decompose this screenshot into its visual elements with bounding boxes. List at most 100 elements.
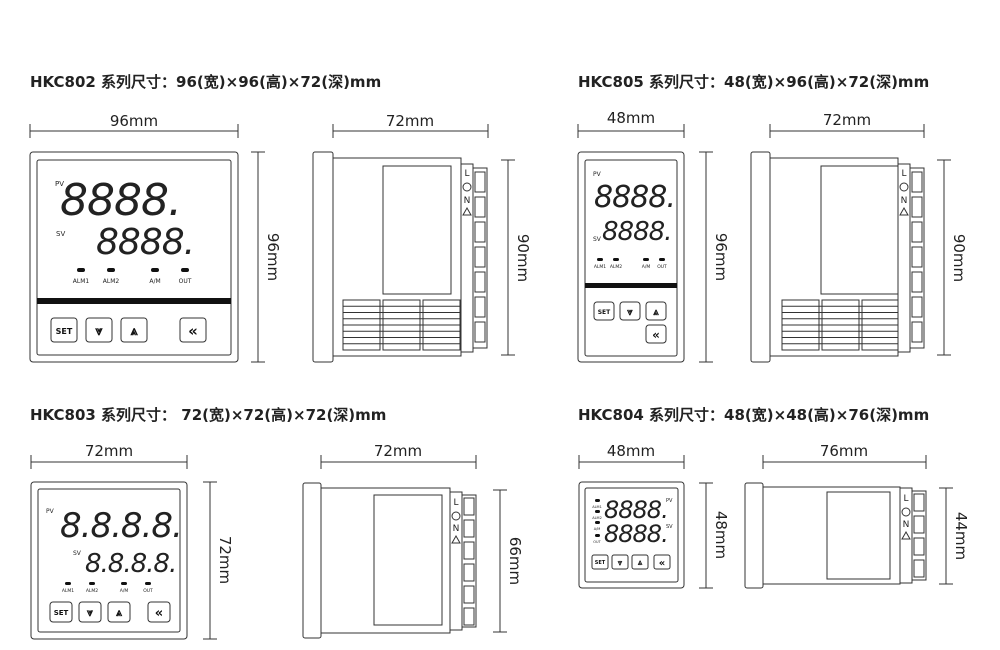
hkc803-front-height-dim: 72mm	[203, 481, 234, 640]
hkc803-front-panel: PV 8.8.8.8. SV 8.8.8.8. ALM1 ALM2 A/M OU…	[30, 481, 188, 640]
hkc802-terminal-screw	[474, 296, 486, 318]
hkc803-led-label-out: OUT	[143, 588, 153, 594]
hkc804-height-label: 48mm	[712, 511, 730, 559]
hkc805-terminal-screw	[911, 246, 923, 268]
hkc802-set-button[interactable]	[50, 317, 78, 343]
hkc802-led-alm1	[77, 268, 85, 272]
hkc803-sv-label: SV	[73, 550, 82, 557]
hkc804-depth-label: 76mm	[820, 442, 868, 460]
hkc803-terminal-screw	[463, 607, 475, 626]
hkc803-terminal-screw	[463, 563, 475, 582]
hkc805-terminal-screw	[911, 271, 923, 293]
hkc802-terminal-screw	[474, 171, 486, 193]
hkc802-pv-display: 8888.	[60, 175, 181, 226]
hkc803-led-am	[121, 582, 127, 585]
hkc803-depth-dim: 72mm	[320, 442, 477, 469]
hkc804-led-alm1	[595, 499, 600, 502]
hkc804-led-alm2	[595, 510, 600, 513]
hkc802-terminal-screw	[474, 221, 486, 243]
hkc805-terminal-screw	[911, 196, 923, 218]
hkc803-up-button[interactable]	[107, 601, 131, 623]
hkc804-set-button[interactable]	[591, 554, 609, 570]
hkc804-sv-display: 8888.	[604, 520, 668, 548]
hkc805-down-button[interactable]	[619, 301, 641, 321]
hkc802-led-label-am: A/M	[149, 278, 160, 285]
hkc803-depth-label: 72mm	[374, 442, 422, 460]
hkc803-terminal-n: N	[453, 524, 460, 534]
hkc804-set-label: SET	[595, 560, 606, 566]
hkc805-set-label: SET	[598, 309, 611, 316]
hkc804-width-label: 48mm	[607, 442, 655, 460]
hkc802-front-width-dim: 96mm	[29, 112, 239, 138]
hkc802-depth-dim: 72mm	[332, 112, 489, 138]
hkc805-down-icon: ⩔	[626, 307, 633, 318]
hkc802-led-am	[151, 268, 159, 272]
hkc803-shift-icon: «	[155, 606, 163, 621]
hkc805-terminal-screw	[911, 296, 923, 318]
hkc803-side-height-label: 66mm	[506, 537, 524, 585]
hkc805-sv-label: SV	[593, 236, 602, 243]
hkc803-shift-button[interactable]	[147, 601, 171, 623]
hkc805-front-height-dim: 96mm	[699, 151, 730, 363]
hkc802-led-label-alm1: ALM1	[73, 278, 90, 285]
hkc802-height-label: 96mm	[264, 233, 282, 281]
hkc804-led-label-out: OUT	[593, 540, 601, 544]
hkc804-shift-icon: «	[659, 558, 665, 569]
hkc805-shift-button[interactable]	[645, 324, 667, 344]
hkc805-depth-label: 72mm	[823, 111, 871, 129]
hkc802-warning-icon	[462, 206, 472, 216]
hkc802-led-out	[181, 268, 189, 272]
hkc805-led-label-alm1: ALM1	[594, 264, 606, 270]
hkc802-shift-button[interactable]	[179, 317, 207, 343]
hkc803-terminal-screw	[463, 519, 475, 538]
hkc803-down-button[interactable]	[78, 601, 102, 623]
hkc805-depth-dim: 72mm	[769, 111, 925, 138]
hkc803-led-label-am: A/M	[120, 588, 129, 594]
hkc802-set-label: SET	[56, 327, 73, 336]
hkc802-led-label-alm2: ALM2	[103, 278, 120, 285]
hkc804-led-label-alm1: ALM1	[592, 505, 602, 509]
hkc805-up-icon: ⩓	[652, 307, 659, 318]
hkc804-led-label-alm2: ALM2	[592, 516, 602, 520]
hkc803-led-out	[145, 582, 151, 585]
hkc804-pv-label: PV	[666, 498, 673, 504]
hkc805-up-button[interactable]	[645, 301, 667, 321]
title-hkc803: HKC803 系列尺寸： 72(宽)×72(高)×72(深)mm	[30, 406, 386, 424]
hkc802-shift-icon: «	[188, 322, 198, 340]
hkc805-pv-label: PV	[593, 171, 602, 178]
hkc803-height-label: 72mm	[216, 536, 234, 584]
hkc803-terminal-l: L	[453, 498, 458, 508]
hkc804-shift-button[interactable]	[653, 554, 671, 570]
hkc802-terminal-screw	[474, 246, 486, 268]
hkc802-up-button[interactable]	[120, 317, 148, 343]
hkc802-depth-label: 72mm	[386, 112, 434, 130]
hkc803-set-button[interactable]	[49, 601, 73, 623]
hkc803-side-view: L N	[302, 482, 477, 639]
hkc804-terminal-screw	[913, 515, 925, 534]
hkc803-set-label: SET	[54, 609, 69, 617]
hkc805-side-height-dim: 90mm	[937, 159, 968, 356]
title-hkc805: HKC805 系列尺寸：48(宽)×96(高)×72(深)mm	[578, 73, 929, 91]
hkc804-up-button[interactable]	[631, 554, 649, 570]
hkc803-warning-icon	[451, 534, 461, 544]
hkc804-down-button[interactable]	[611, 554, 629, 570]
hkc804-terminal-screw	[913, 559, 925, 578]
hkc804-sv-label: SV	[666, 524, 673, 530]
hkc805-set-button[interactable]	[593, 301, 615, 321]
hkc805-terminal-l: L	[901, 169, 906, 179]
hkc805-terminal-screw	[911, 321, 923, 343]
hkc802-sv-label: SV	[56, 230, 65, 238]
hkc804-front-panel: ALM1 ALM2 A/M OUT 8888. PV 8888. SV SET …	[578, 481, 685, 589]
hkc802-down-button[interactable]	[85, 317, 113, 343]
hkc803-terminal-screw	[463, 497, 475, 516]
hkc803-led-alm1	[65, 582, 71, 585]
generated-details	[343, 171, 925, 626]
hkc802-terminal-screw	[474, 321, 486, 343]
hkc803-pv-label: PV	[46, 508, 55, 515]
hkc804-led-am	[595, 521, 600, 524]
hkc802-side-height-label: 90mm	[514, 234, 532, 282]
hkc803-led-alm2	[89, 582, 95, 585]
hkc805-front-panel: PV 8888. SV 8888. ALM1 ALM2 A/M OUT SET …	[577, 151, 685, 363]
hkc805-sv-display: 8888.	[602, 217, 671, 247]
